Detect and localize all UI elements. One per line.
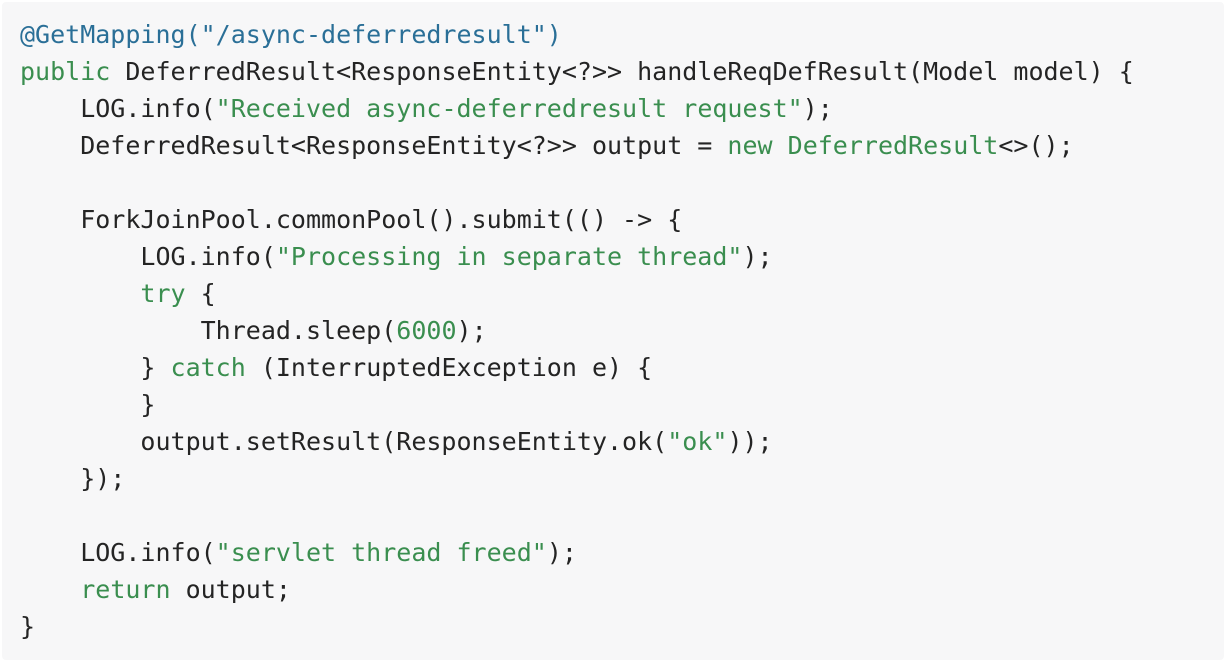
code-line [20,497,1134,534]
code-token-plain: Thread.sleep( [20,316,397,345]
code-token-keyword: public [20,57,111,86]
code-token-number: 6000 [396,316,457,345]
code-token-plain: output; [170,575,291,604]
code-token-plain: } [20,353,171,382]
code-token-plain: LOG.info( [20,94,216,123]
code-token-plain: DeferredResult<ResponseEntity<?>> output… [20,131,728,160]
code-line: @GetMapping("/async-deferredresult") [20,16,1134,53]
code-token-keyword: try [140,279,186,308]
code-token-plain: LOG.info( [20,242,276,271]
code-token-plain: } [20,390,156,419]
code-line: LOG.info("Received async-deferredresult … [20,90,1134,127]
code-line: } catch (InterruptedException e) { [20,349,1134,386]
code-token-annotation: @GetMapping("/async-deferredresult") [20,20,562,49]
code-line: } [20,386,1134,423]
code-token-plain [20,279,140,308]
code-line: }); [20,460,1134,497]
code-block: @GetMapping("/async-deferredresult") publ… [20,16,1134,645]
code-line: } [20,608,1134,645]
code-line: DeferredResult<ResponseEntity<?>> output… [20,127,1134,164]
code-token-keyword: catch [170,353,246,382]
code-token-plain: (InterruptedException e) { [245,353,653,382]
code-token-plain: )); [727,427,773,456]
code-token-plain [20,575,80,604]
code-token-string: "Received async-deferredresult request" [215,94,803,123]
code-token-plain: }); [20,464,126,493]
code-line: LOG.info("servlet thread freed"); [20,534,1134,571]
code-token-plain: LOG.info( [20,538,216,567]
code-line: LOG.info("Processing in separate thread"… [20,238,1134,275]
code-line: Thread.sleep(6000); [20,312,1134,349]
code-token-plain: ); [802,94,833,123]
code-line [20,164,1134,201]
code-token-plain: ForkJoinPool.commonPool().submit(() -> { [20,205,683,234]
code-token-string: "Processing in separate thread" [275,242,743,271]
code-line: return output; [20,571,1134,608]
code-token-plain: ); [742,242,773,271]
code-token-type: DeferredResult [787,131,999,160]
code-token-plain: ); [456,316,487,345]
code-token-string: "servlet thread freed" [215,538,547,567]
code-token-plain: } [20,612,36,641]
code-token-plain: <>(); [998,131,1074,160]
code-token-plain: output.setResult(ResponseEntity.ok( [20,427,668,456]
code-token-plain [773,131,788,160]
code-line: try { [20,275,1134,312]
code-token-plain: DeferredResult<ResponseEntity<?>> handle… [110,57,1134,86]
code-token-keyword: return [80,575,171,604]
code-token-string: "ok" [667,427,728,456]
code-token-plain: ); [546,538,577,567]
code-token-keyword: new [727,131,773,160]
code-line: public DeferredResult<ResponseEntity<?>>… [20,53,1134,90]
code-token-plain: { [185,279,216,308]
code-line: output.setResult(ResponseEntity.ok("ok")… [20,423,1134,460]
code-line: ForkJoinPool.commonPool().submit(() -> { [20,201,1134,238]
